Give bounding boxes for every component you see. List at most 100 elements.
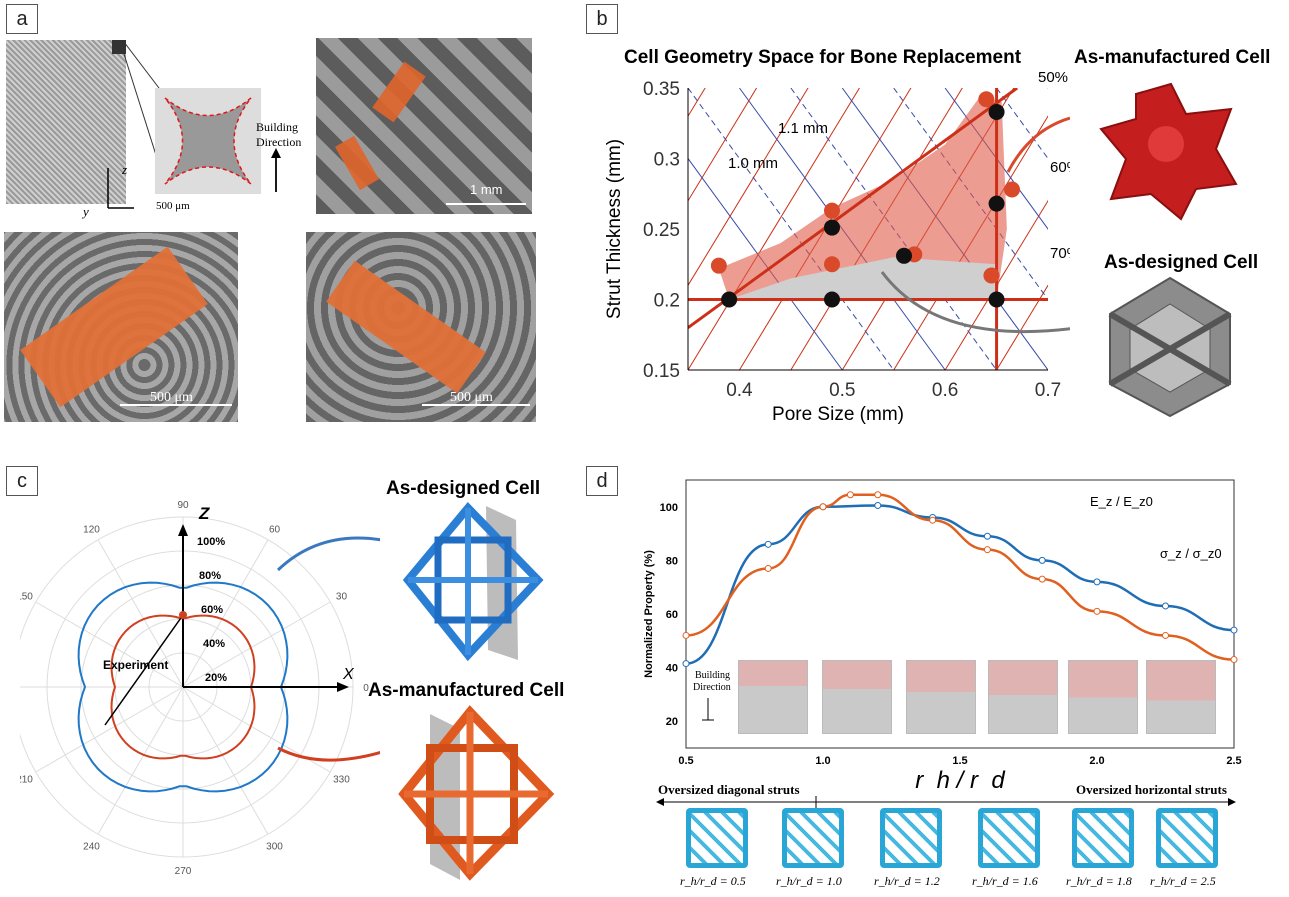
x-axis-arrowhead xyxy=(337,682,349,692)
as-designed-cell-b-image xyxy=(1108,276,1232,418)
oversize-arrow xyxy=(656,796,1236,808)
building-direction-d-1: Building xyxy=(695,670,731,681)
polar-angle-label: 330 xyxy=(333,775,350,786)
lattice-thumbnail xyxy=(1068,660,1138,734)
sigma-point xyxy=(1038,575,1046,583)
designed-point xyxy=(988,291,1005,308)
polar-angle-label: 210 xyxy=(20,775,33,786)
lattice-photo xyxy=(6,40,126,204)
sigma-point xyxy=(764,564,772,572)
lattice-thumbnail xyxy=(906,660,976,734)
building-direction-d-arrow xyxy=(702,698,714,721)
lattice-thumbnail xyxy=(822,660,892,734)
scale-500um-b: 500 μm xyxy=(150,390,193,405)
x-tick-label: 0.6 xyxy=(932,380,958,401)
chart-b-title: Cell Geometry Space for Bone Replacement xyxy=(624,47,1022,68)
polar-spoke xyxy=(97,539,184,688)
y-tick-label: 100 xyxy=(660,502,678,514)
sem-image-bottom-left xyxy=(4,232,238,422)
modulus-point xyxy=(682,660,690,668)
cell-size-11-label: 1.1 mm xyxy=(778,120,828,137)
ratio-cell-icon xyxy=(978,808,1040,868)
manufactured-point xyxy=(824,256,840,273)
designed-point xyxy=(824,219,840,236)
modulus-point xyxy=(1093,578,1101,586)
oversized-diagonal-label: Oversized diagonal struts xyxy=(658,782,800,797)
designed-curve xyxy=(77,581,289,793)
oversized-horizontal-label: Oversized horizontal struts xyxy=(1076,782,1227,797)
modulus-curve xyxy=(685,504,1235,665)
cell-size-10-label: 1.0 mm xyxy=(728,155,778,172)
lattice-thumbnail xyxy=(988,660,1058,734)
experiment-arrow xyxy=(104,614,184,726)
y-tick-label: 0.15 xyxy=(643,361,680,382)
sigma-point xyxy=(682,631,690,639)
manufactured-point xyxy=(1004,181,1020,198)
as-designed-b-label: As-designed Cell xyxy=(1104,252,1259,273)
scale-1mm: 1 mm xyxy=(470,182,503,197)
polar-radial-label: 100% xyxy=(197,536,225,548)
x-tick-label: 1.5 xyxy=(952,755,967,767)
ratio-label: r_h/r_d = 0.5 xyxy=(680,874,746,888)
blue-cell-image xyxy=(402,502,544,662)
cell-size-line xyxy=(688,88,895,370)
manufactured-point xyxy=(824,202,840,219)
as-designed-c-label: As-designed Cell xyxy=(386,478,541,499)
building-direction-a-1: Building xyxy=(256,120,299,134)
chart-d-frame xyxy=(685,479,1235,749)
y-axis-title: Strut Thickness (mm) xyxy=(604,139,625,319)
designed-point xyxy=(896,247,912,264)
y-tick-label: 0.25 xyxy=(643,220,680,241)
manufactured-curve xyxy=(110,614,256,760)
modulus-point xyxy=(1230,626,1238,634)
ratio-label: r_h/r_d = 2.5 xyxy=(1150,874,1216,888)
y-tick-label: 0.2 xyxy=(654,291,680,312)
as-manufactured-c-label: As-manufactured Cell xyxy=(368,680,565,701)
porosity-50-label: 50% xyxy=(1038,69,1068,86)
legend-modulus: E_z / E_z0 xyxy=(1090,494,1153,509)
polar-angle-label: 300 xyxy=(266,841,283,852)
legend-sigma: σ_z / σ_z0 xyxy=(1160,546,1222,561)
designed-point xyxy=(988,195,1005,212)
polar-angle-label: 150 xyxy=(20,592,33,603)
polar-angle-label: 0 xyxy=(363,683,369,694)
y-tick-label: 40 xyxy=(666,663,678,675)
ratio-cell-icon xyxy=(1156,808,1218,868)
y-tick-label: 0.3 xyxy=(654,150,680,171)
x-tick-label: 0.7 xyxy=(1035,380,1061,401)
y-axis-title: Normalized Property (%) xyxy=(643,550,655,678)
manufactured-point xyxy=(983,267,1000,284)
arrow-to-designed xyxy=(880,271,1070,334)
porosity-line xyxy=(1047,369,1048,370)
polar-radial-label: 40% xyxy=(203,638,225,650)
y-tick-label: 20 xyxy=(666,716,678,728)
axis-y-label: y xyxy=(83,204,89,219)
sigma-point xyxy=(983,546,991,554)
sigma-point xyxy=(1162,631,1169,639)
experiment-point xyxy=(179,611,187,619)
polar-spoke xyxy=(182,601,331,688)
x-tick-label: 0.5 xyxy=(829,380,855,401)
arrow-to-blue-cell xyxy=(276,536,380,572)
cell-size-line xyxy=(688,157,843,370)
x-axis-title: r_h / r_d xyxy=(915,767,1005,790)
panel-label-d: d xyxy=(586,466,618,496)
polar-angle-label: 120 xyxy=(83,525,100,536)
ratio-cell-icon xyxy=(782,808,844,868)
polar-spoke xyxy=(182,686,269,835)
x-tick-label: 0.5 xyxy=(678,755,693,767)
ratio-label: r_h/r_d = 1.6 xyxy=(972,874,1038,888)
designed-point xyxy=(988,103,1005,120)
scale-500um-c: 500 μm xyxy=(450,390,493,405)
modulus-point xyxy=(1162,602,1169,610)
lattice-thumbnail xyxy=(738,660,808,734)
x-axis-title: Pore Size (mm) xyxy=(772,404,904,425)
modulus-point xyxy=(764,540,772,548)
porosity-50-line xyxy=(688,88,1019,329)
coordinate-axes xyxy=(107,168,134,209)
feasible-region xyxy=(718,95,1007,300)
x-tick-label: 1.0 xyxy=(815,755,830,767)
modulus-point xyxy=(1038,556,1046,564)
building-direction-d-2: Direction xyxy=(693,682,731,693)
